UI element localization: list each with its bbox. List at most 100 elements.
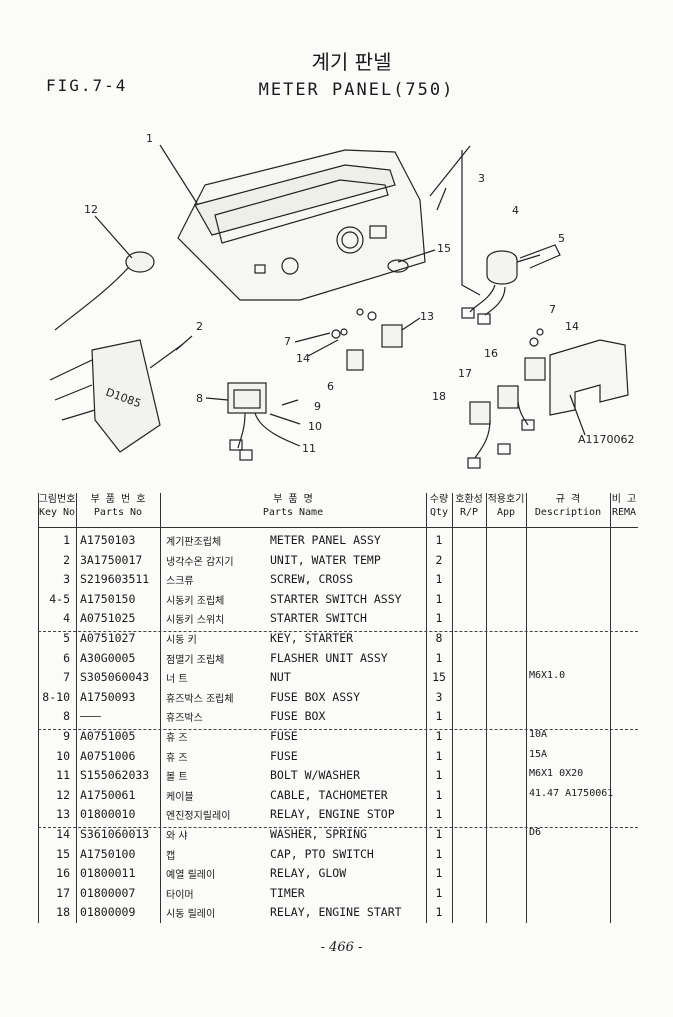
korean-name-cell: 휴즈박스 xyxy=(166,713,203,725)
korean-name-cell: 냉각수온 감지기 xyxy=(166,556,234,568)
parts-name-cell: METER PANEL ASSY xyxy=(270,533,381,547)
key-no-cell: 17 xyxy=(56,885,70,900)
parts-no-cell: 01800009 xyxy=(80,905,136,920)
key-no-cell: 11 xyxy=(56,768,70,783)
parts-no-cell: 01800010 xyxy=(80,807,136,822)
description-cell: M6X1.0 xyxy=(529,670,566,682)
svg-text:5: 5 xyxy=(558,232,565,245)
description-cell: D6 xyxy=(529,827,542,838)
key-no-cell: 13 xyxy=(56,807,70,822)
svg-text:7: 7 xyxy=(549,303,556,316)
parts-name-cell: RELAY, GLOW xyxy=(270,866,347,881)
qty-cell: 1 xyxy=(435,827,443,841)
parts-no-cell: S155062033 xyxy=(80,768,150,783)
key-no-cell: 8 xyxy=(63,709,70,724)
key-no-cell: 2 xyxy=(63,552,70,567)
parts-name-cell: RELAY, ENGINE STOP xyxy=(270,807,395,822)
svg-text:11: 11 xyxy=(302,442,316,455)
page-number: - 466 - xyxy=(320,940,363,955)
korean-name-cell: 스크류 xyxy=(166,576,194,588)
qty-cell: 1 xyxy=(435,572,443,587)
parts-name-cell: CAP, PTO SWITCH xyxy=(270,846,374,861)
qty-cell: 1 xyxy=(435,650,443,665)
svg-text:8: 8 xyxy=(196,392,203,405)
korean-name-cell: 와 샤 xyxy=(166,831,188,842)
figure-number: FIG.7-4 xyxy=(46,76,128,95)
parts-no-cell: S361060013 xyxy=(80,827,150,841)
description-cell: 41.47 A1750061 xyxy=(529,787,614,799)
table-row: 13 01800010 엔진정지릴레이 RELAY, ENGINE STOP 1 xyxy=(38,805,638,825)
key-no-cell: 15 xyxy=(56,846,70,861)
parts-no-cell: ——— xyxy=(80,709,101,724)
qty-cell: 8 xyxy=(435,631,443,645)
parts-name-cell: RELAY, ENGINE START xyxy=(270,905,402,920)
svg-text:1: 1 xyxy=(146,132,153,145)
korean-name-cell: 시동키 스위치 xyxy=(166,615,225,627)
parts-no-cell: A1750093 xyxy=(80,689,136,704)
key-no-cell: 12 xyxy=(56,787,70,802)
parts-no-cell: A0751025 xyxy=(80,611,136,626)
qty-cell: 1 xyxy=(435,885,443,900)
parts-name-cell: FUSE BOX xyxy=(270,709,326,724)
svg-text:2: 2 xyxy=(196,320,203,333)
qty-cell: 1 xyxy=(435,807,443,822)
svg-text:6: 6 xyxy=(327,380,334,393)
parts-name-cell: FUSE xyxy=(270,748,298,763)
key-no-cell: 3 xyxy=(63,572,70,587)
qty-cell: 1 xyxy=(435,611,443,626)
qty-cell: 1 xyxy=(435,533,443,547)
group-divider xyxy=(38,729,638,730)
parts-no-cell: A1750103 xyxy=(80,533,136,547)
svg-text:7: 7 xyxy=(284,335,291,348)
parts-name-cell: STARTER SWITCH ASSY xyxy=(270,591,402,606)
korean-name-cell: 휴 즈 xyxy=(166,752,188,764)
parts-name-cell: UNIT, WATER TEMP xyxy=(270,552,381,567)
parts-no-cell: A30G0005 xyxy=(80,650,136,665)
parts-no-cell: 01800007 xyxy=(80,885,136,900)
korean-name-cell: 휴즈박스 조립체 xyxy=(166,693,234,705)
parts-no-cell: A1750061 xyxy=(80,787,136,802)
svg-text:14: 14 xyxy=(565,320,579,333)
korean-name-cell: 점멸기 조립체 xyxy=(166,654,225,666)
group-divider xyxy=(38,827,638,828)
svg-text:4: 4 xyxy=(512,204,519,217)
svg-text:9: 9 xyxy=(314,400,321,413)
key-no-cell: 14 xyxy=(56,827,70,841)
title-english: METER PANEL(750) xyxy=(258,80,455,100)
korean-name-cell: 시동 릴레이 xyxy=(166,909,216,921)
parts-name-cell: SCREW, CROSS xyxy=(270,572,354,587)
korean-name-cell: 엔진정지릴레이 xyxy=(166,811,231,823)
svg-text:10: 10 xyxy=(308,420,322,433)
svg-text:17: 17 xyxy=(458,367,472,380)
parts-no-cell: 3A1750017 xyxy=(80,552,143,567)
qty-cell: 1 xyxy=(435,787,443,802)
svg-text:16: 16 xyxy=(484,347,498,360)
title-korean: 계기 판넬 xyxy=(311,50,392,74)
key-no-cell: 6 xyxy=(63,650,70,665)
svg-text:12: 12 xyxy=(84,203,98,216)
qty-cell: 1 xyxy=(435,866,443,881)
parts-no-cell: S305060043 xyxy=(80,670,150,685)
korean-name-cell: 케이블 xyxy=(166,791,194,803)
svg-text:14: 14 xyxy=(296,352,310,365)
korean-name-cell: 시동키 조립체 xyxy=(166,595,225,607)
qty-cell: 1 xyxy=(435,905,443,920)
parts-no-cell: A1750150 xyxy=(80,591,136,606)
parts-name-cell: BOLT W/WASHER xyxy=(270,768,361,783)
part-reference-label: A1170062 xyxy=(578,433,635,446)
